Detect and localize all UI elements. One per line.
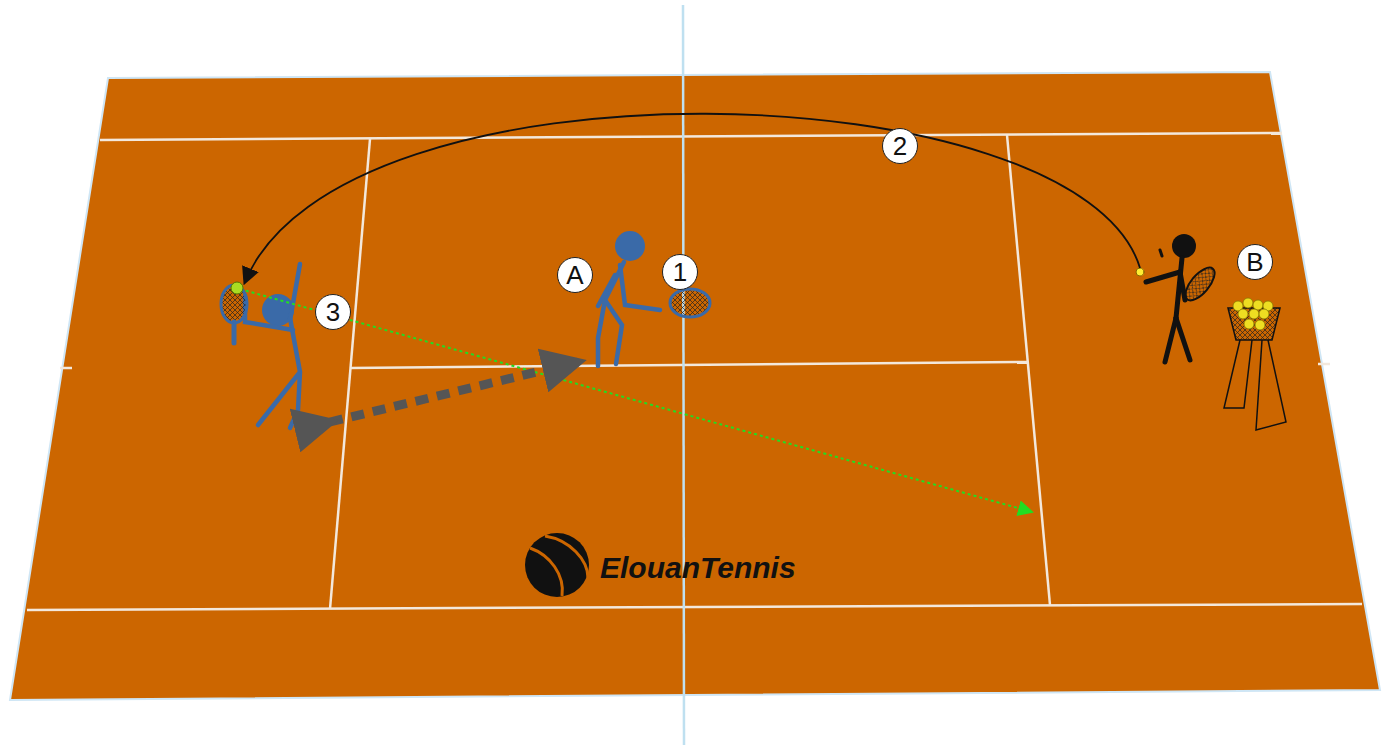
movement-arrow [330,362,578,422]
court-lines [27,133,1362,610]
callout-circle: 1 [662,254,698,290]
court-surface [10,72,1380,700]
coach-figure [1136,234,1220,362]
callout-number: 1 [673,259,687,285]
callout-circle: A [557,257,593,293]
player-a-figure [598,231,710,366]
net [683,5,684,745]
callout-circle: 2 [882,128,918,164]
callout-number: 3 [326,299,340,325]
shot-path [240,289,1032,512]
logo-text: ElouanTennis [600,551,796,585]
player-hitting-figure [221,264,300,428]
ball [231,282,243,294]
callout-number: B [1246,249,1263,275]
feed-arc [245,114,1140,282]
callout-number: 2 [893,133,907,159]
logo-ball [525,533,589,597]
callout-circle: B [1237,244,1273,280]
callout-circle: 3 [315,294,351,330]
callout-number: A [566,262,583,288]
ball-basket [1224,298,1286,430]
